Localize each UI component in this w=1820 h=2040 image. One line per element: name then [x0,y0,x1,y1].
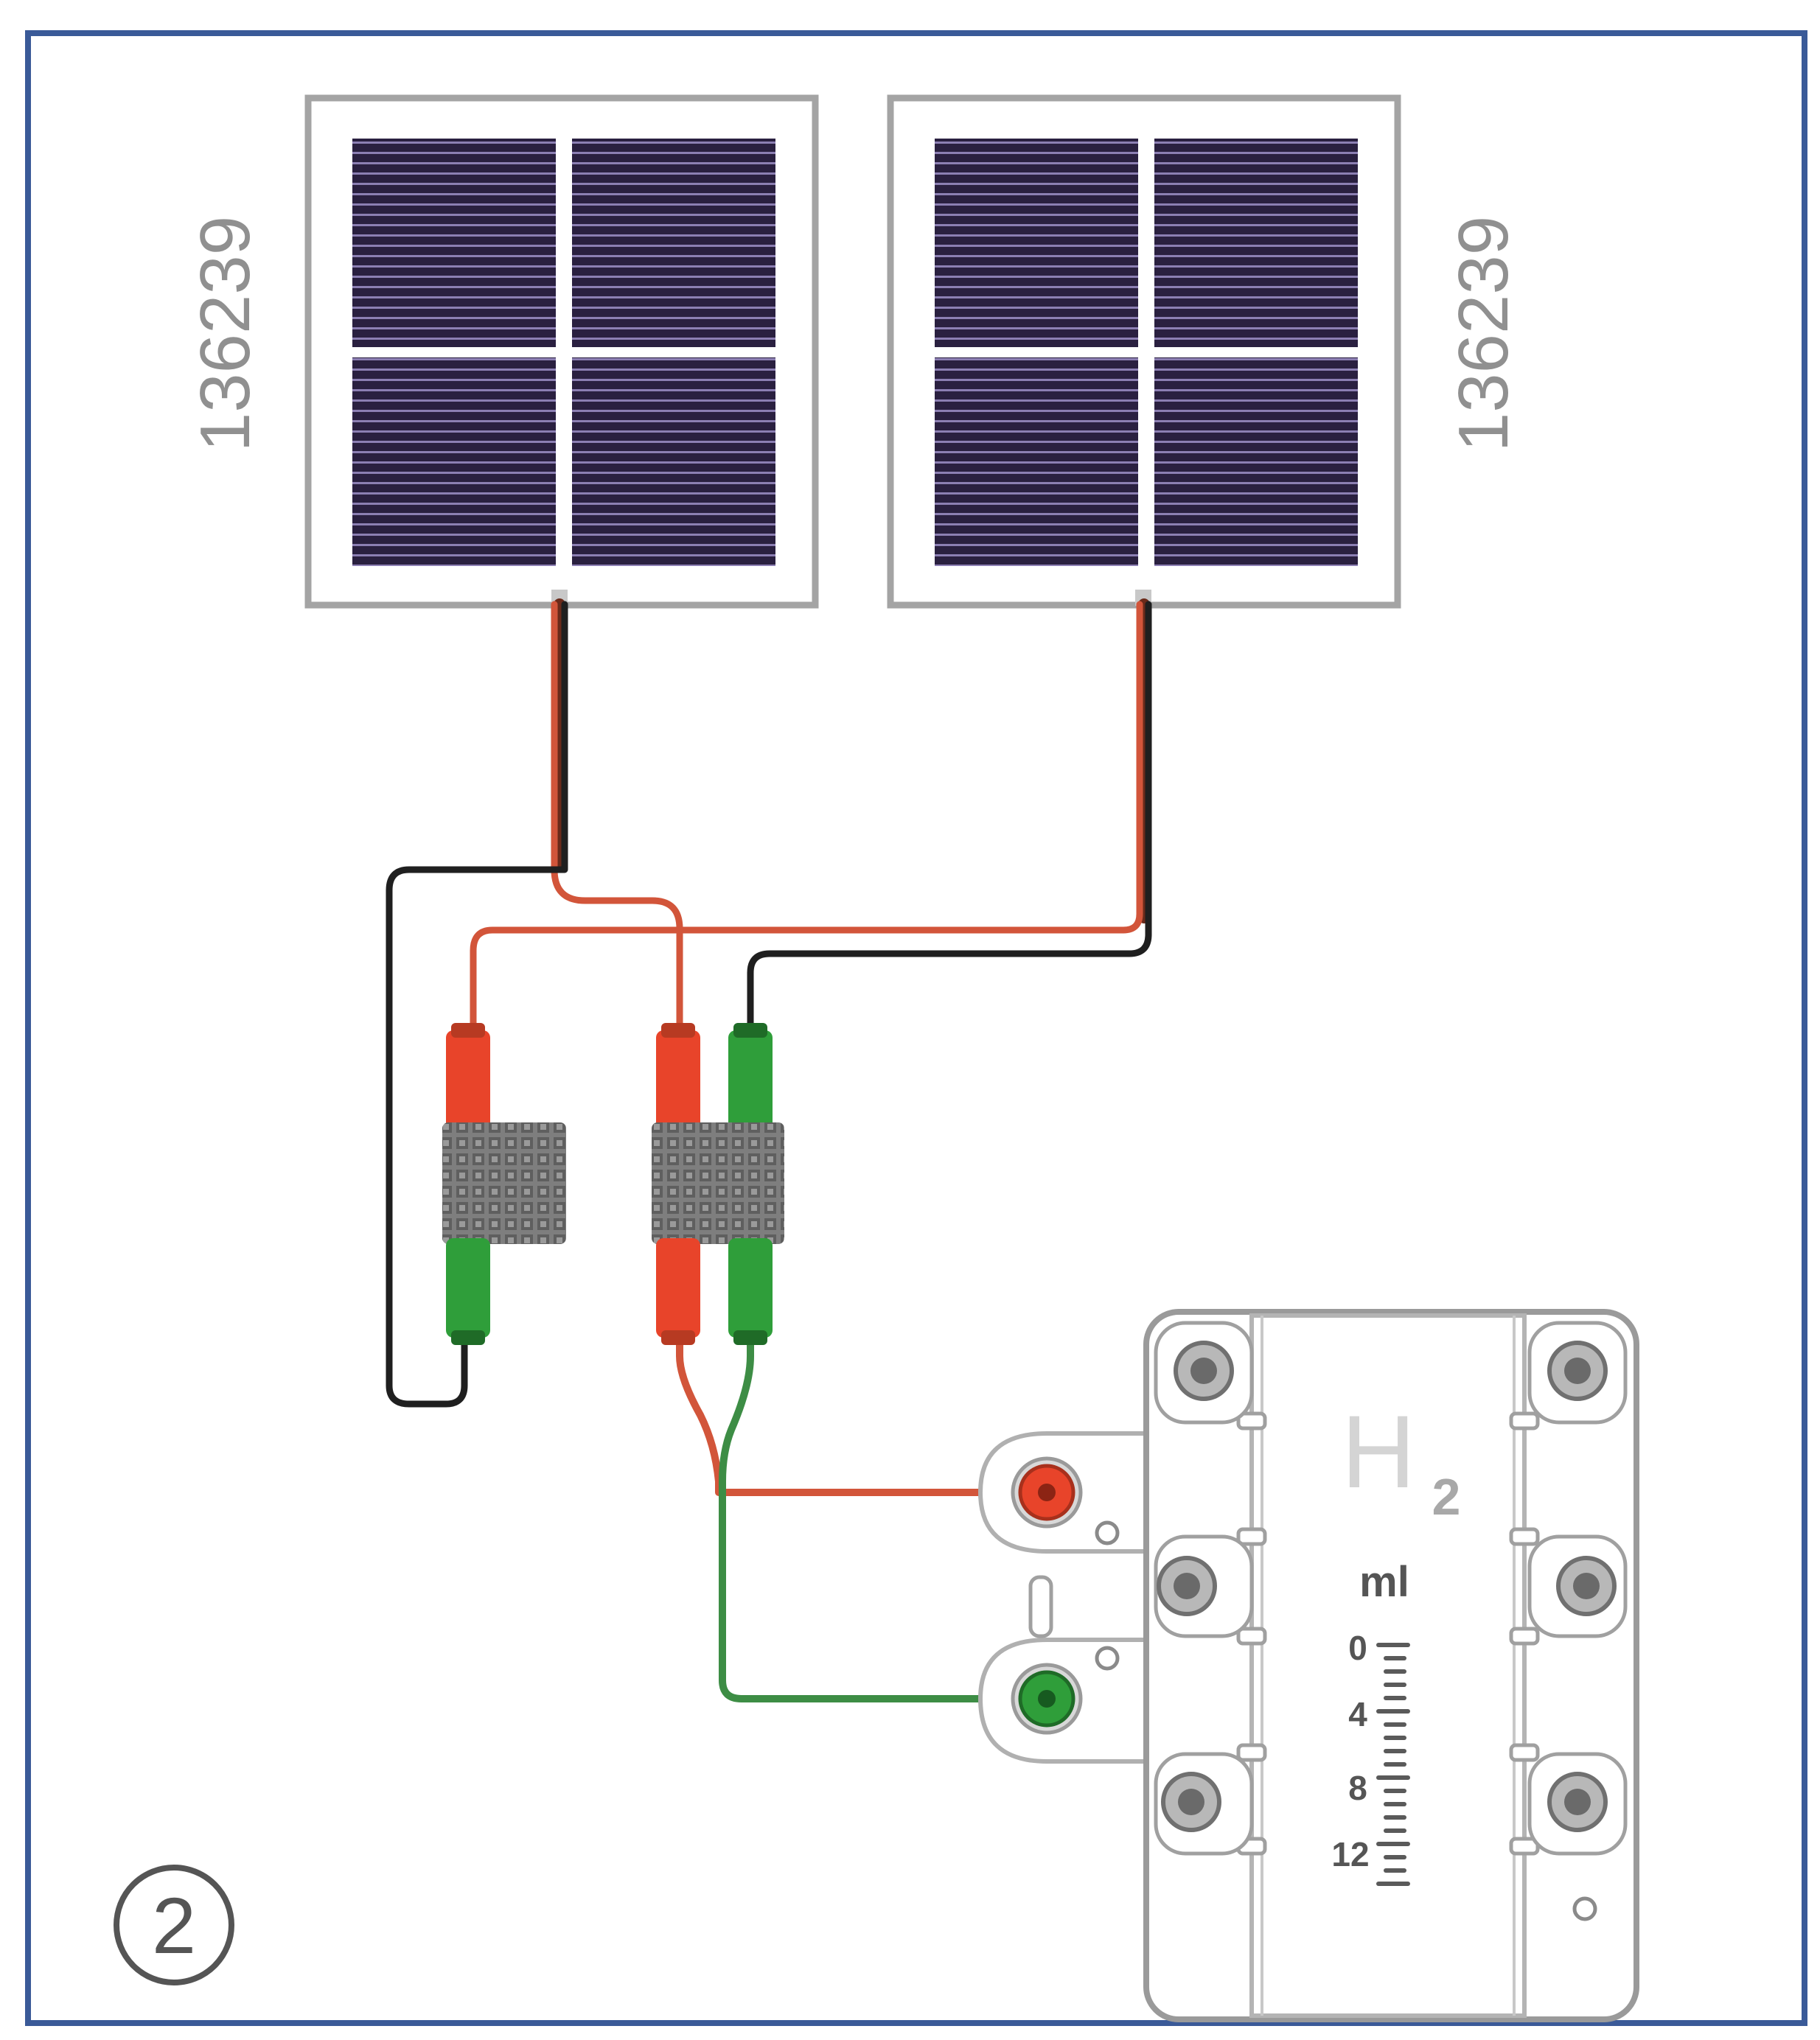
unit-label: ml [1359,1558,1409,1606]
vent-hole [1095,1646,1120,1671]
panel-part-number-right: 136239 [1444,216,1523,452]
red-wire-panel-right [470,601,1143,1050]
green-plug [728,1030,773,1130]
connector-block-right [652,1023,784,1345]
mount-boss [1527,1321,1628,1425]
electrode-socket-green [1011,1663,1083,1735]
mount-boss [1527,1752,1628,1856]
gas-subscript: 2 [1432,1468,1461,1526]
scale-label: 0 [1348,1629,1367,1667]
vent-hole [1572,1896,1597,1921]
panel-part-number-left: 136239 [186,216,265,452]
solar-cell [1154,139,1358,347]
step-number: 2 [152,1881,196,1970]
step-marker: 2 [114,1865,234,1985]
solar-cell [572,357,775,566]
mount-boss [1154,1534,1254,1638]
black-wire-panel-right [747,601,1152,1050]
green-plug [728,1238,773,1338]
vent-hole [1095,1520,1120,1545]
green-lead-to-electrolyzer [719,1338,1050,1702]
electrolyzer: H 2 ml 0 4 8 12 [977,1309,1639,2022]
electrode-socket-red [1011,1456,1083,1529]
connector-block-left [442,1023,566,1345]
red-plug [656,1238,700,1338]
solar-cell [935,139,1138,347]
scale-label: 12 [1331,1835,1369,1873]
gas-chamber [1249,1313,1527,2018]
mount-boss [1154,1752,1254,1856]
connector-housing [652,1122,784,1244]
solar-cell [352,357,556,566]
red-lead-to-electrolyzer [676,1338,1050,1496]
mount-boss [1527,1534,1628,1638]
volume-scale [1376,1643,1410,1886]
black-wire-panel-left [386,601,568,1408]
gas-symbol: H [1341,1394,1415,1509]
solar-panel-left [304,94,819,609]
solar-cell [935,357,1138,566]
solar-panel-right [887,94,1401,609]
connector-housing [442,1122,566,1244]
tab-link [1028,1575,1053,1638]
red-plug [656,1030,700,1130]
red-plug [446,1030,490,1130]
scale-label: 8 [1348,1769,1367,1807]
solar-cell [352,139,556,347]
mount-boss [1154,1321,1254,1425]
solar-cell [1154,357,1358,566]
scale-label: 4 [1348,1695,1367,1733]
red-wire-panel-left [551,601,683,1050]
solar-cell [572,139,775,347]
green-plug [446,1238,490,1338]
